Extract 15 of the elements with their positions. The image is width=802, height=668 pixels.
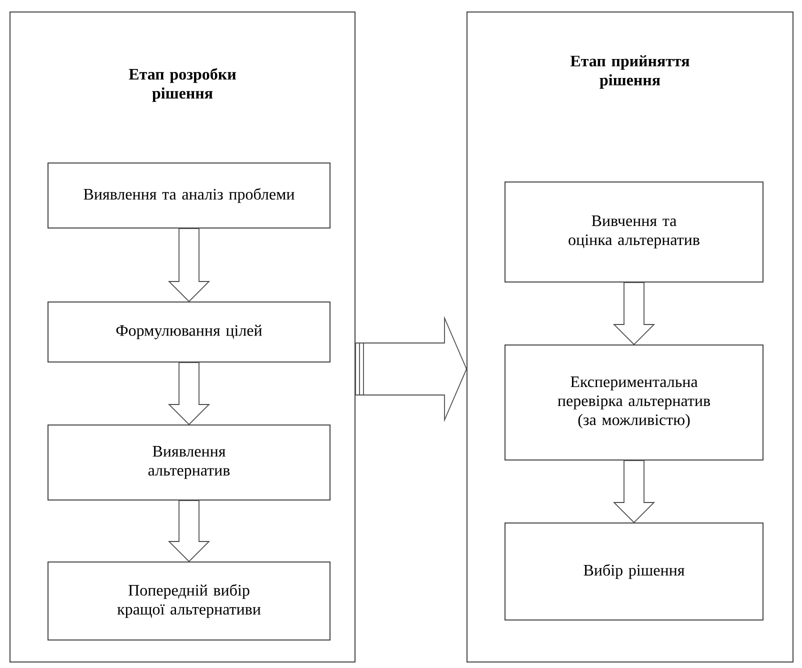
process-box: Формулювання цілей	[48, 302, 330, 362]
block-arrow	[168, 500, 210, 562]
block-arrow	[612, 460, 656, 524]
process-box: Експериментальна перевірка альтернатив (за можливістю)	[504, 344, 764, 460]
process-box: Виявлення альтернатив	[48, 424, 330, 500]
process-box: Вивчення та оцінка альтернатив	[504, 182, 764, 282]
process-box: Виявлення та аналіз проблеми	[48, 162, 330, 228]
stage-heading: Етап прийняття рішення	[570, 55, 690, 89]
block-arrow	[168, 362, 210, 426]
block-arrow	[355, 316, 467, 422]
process-box: Вибір рішення	[504, 522, 764, 620]
block-arrow	[168, 228, 210, 302]
block-arrow	[612, 282, 656, 346]
stage-heading: Етап розробки рішення	[128, 68, 236, 102]
process-box: Попередній вибір кращої альтернативи	[48, 562, 330, 640]
